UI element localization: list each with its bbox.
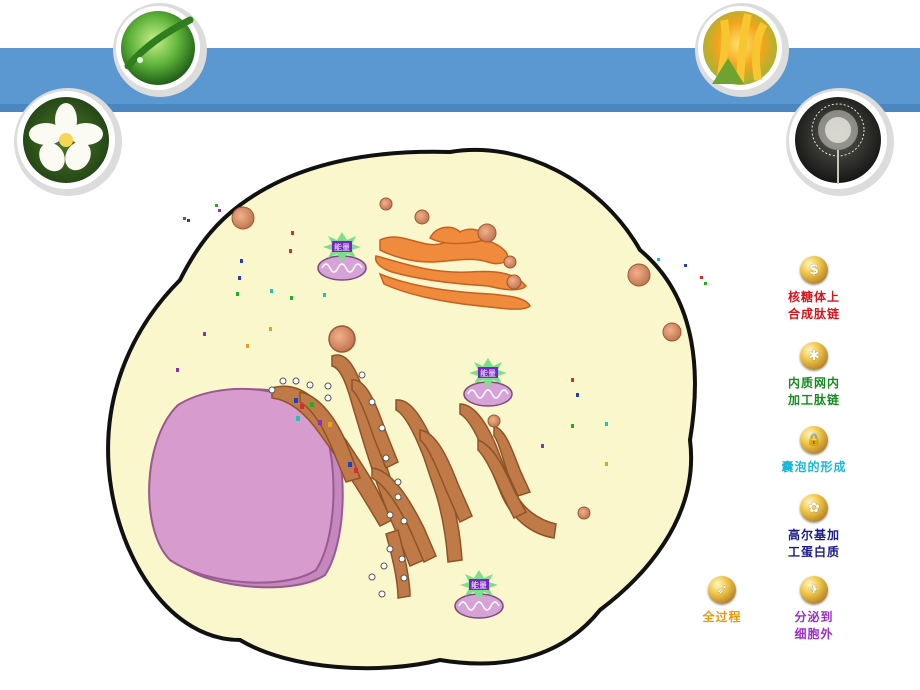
peptide-chains: [294, 398, 358, 473]
energy-label-1: 能量: [334, 242, 350, 252]
nav-vesicle-formation[interactable]: 🔒 囊泡的形成: [768, 426, 860, 476]
plane-coin-icon: ✈: [800, 576, 828, 604]
tulip-photo-circle: [695, 3, 789, 97]
nav-er-processing[interactable]: ✱ 内质网内加工肽链: [778, 342, 850, 409]
nav-golgi-label: 高尔基加工蛋白质: [787, 528, 840, 559]
leaf-photo-circle: [113, 3, 207, 97]
nav-full-process[interactable]: ➶ 全过程: [686, 576, 758, 626]
rough-er: [271, 354, 557, 599]
energy-label-2: 能量: [480, 368, 496, 378]
nucleus: [148, 388, 344, 589]
nav-secretion-label: 分泌到细胞外: [794, 610, 834, 641]
nav-ribosome-synthesis[interactable]: $ 核糖体上合成肽链: [778, 256, 850, 323]
energy-label-3: 能量: [471, 580, 487, 590]
amino-acids: [176, 204, 707, 466]
mitochondrion-2: [463, 358, 513, 407]
mitochondrion-3: [454, 570, 504, 619]
dollar-coin-icon: $: [800, 256, 828, 284]
mitochondrion-1: [317, 232, 367, 281]
nav-golgi-processing[interactable]: ✿ 高尔基加工蛋白质: [778, 494, 850, 561]
nav-vesicle-label: 囊泡的形成: [781, 460, 847, 474]
ribosomes: [268, 371, 408, 598]
header-banner-shade: [0, 104, 920, 112]
runner-coin-icon: ➶: [708, 576, 736, 604]
nav-full-label: 全过程: [702, 610, 742, 624]
bug-coin-icon: ✱: [800, 342, 828, 370]
plumeria-photo-circle: [14, 88, 122, 196]
flower-coin-icon: ✿: [800, 494, 828, 522]
lock-coin-icon: 🔒: [800, 426, 828, 454]
vesicles: [231, 197, 682, 520]
nav-secretion[interactable]: ✈ 分泌到细胞外: [778, 576, 850, 643]
nav-ribosome-label: 核糖体上合成肽链: [787, 290, 840, 321]
dandelion-photo-circle: [786, 88, 894, 196]
golgi-apparatus: [374, 226, 531, 310]
nav-er-label: 内质网内加工肽链: [787, 376, 840, 407]
